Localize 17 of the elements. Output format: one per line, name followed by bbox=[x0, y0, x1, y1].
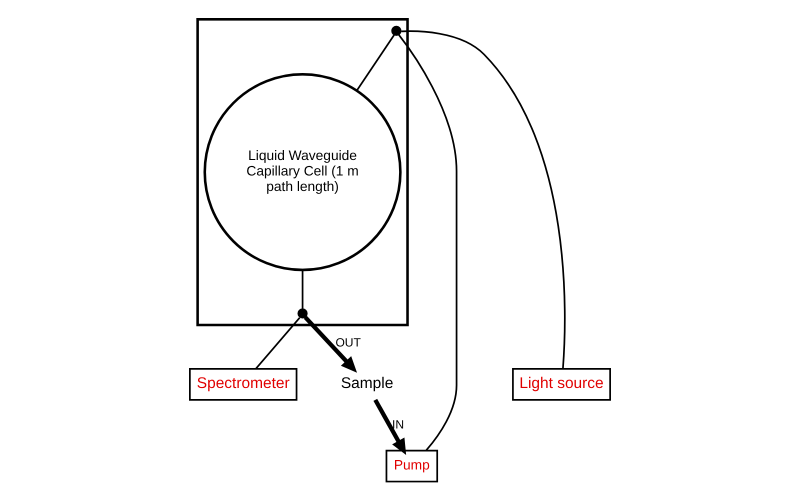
node-circle bbox=[391, 25, 402, 36]
node-box: Light source bbox=[512, 368, 611, 400]
node-box: Pump bbox=[386, 449, 438, 482]
node-circle bbox=[298, 308, 308, 318]
edge-label: IN bbox=[392, 416, 404, 431]
connector bbox=[356, 34, 395, 90]
cluster bbox=[196, 18, 409, 326]
connector bbox=[401, 30, 566, 368]
node-circle: Liquid Waveguide Capillary Cell (1 m path length) bbox=[203, 72, 402, 271]
connector bbox=[398, 34, 458, 450]
connector bbox=[302, 270, 304, 308]
arrow bbox=[304, 315, 358, 372]
edge-label: OUT bbox=[335, 335, 361, 350]
arrow bbox=[373, 398, 406, 455]
node-text: Sample bbox=[340, 374, 394, 392]
node-box: Spectrometer bbox=[189, 368, 298, 400]
connector bbox=[255, 316, 300, 369]
